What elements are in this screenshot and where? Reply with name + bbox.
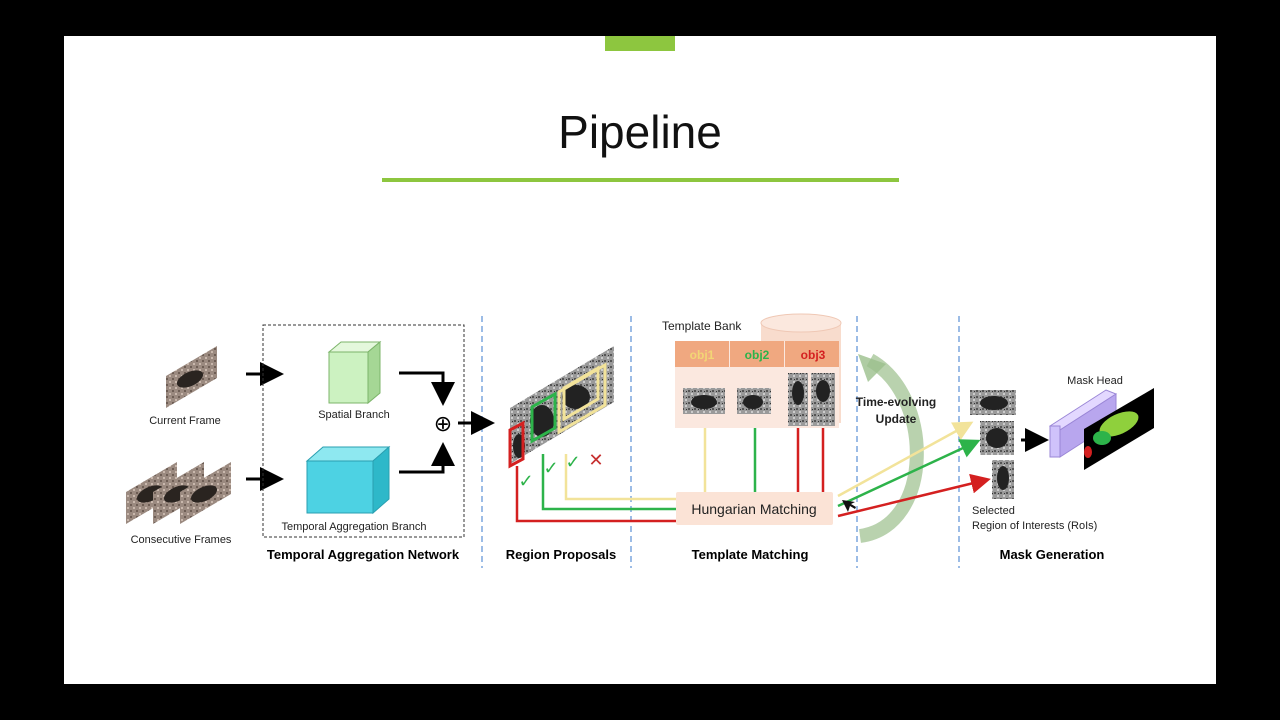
hungarian-matching-box: [676, 492, 833, 525]
sum-operator-icon: ⊕: [434, 411, 452, 436]
title-underline: [382, 178, 899, 182]
slide: Pipeline Current Frame Consecutive Frame…: [64, 36, 1216, 684]
mouse-cursor-icon: [842, 500, 856, 512]
obj2-label: obj2: [745, 348, 770, 362]
section-title-mask: Mask Generation: [1000, 547, 1105, 562]
green-output-arrow: [837, 439, 981, 508]
yellow-proposal-link: [564, 454, 679, 501]
check-mark-icon: ✓: [565, 452, 580, 472]
obj3-label: obj3: [801, 348, 826, 362]
spatial-branch-cube: [327, 340, 382, 405]
yellow-output-arrow: [837, 421, 974, 498]
pipeline-diagram: Pipeline Current Frame Consecutive Frame…: [126, 36, 1154, 568]
red-proposal-link: [515, 466, 679, 523]
obj1-label: obj1: [690, 348, 715, 362]
consecutive-frames-image: [126, 462, 231, 524]
cross-mark-icon: ✕: [588, 450, 603, 470]
proposal-frame-image: [510, 346, 614, 464]
rois-label-line1: Selected: [972, 505, 1015, 517]
obj1-header: [675, 341, 729, 367]
section-title-matching: Template Matching: [692, 547, 809, 562]
hungarian-matching-label: Hungarian Matching: [691, 501, 816, 517]
update-arrowhead: [858, 354, 886, 382]
mask-head-label: Mask Head: [1067, 375, 1123, 387]
time-evolving-update-arrow: [858, 353, 924, 543]
arrow-temporal-to-sum: [399, 442, 455, 474]
aggregation-network-box: [262, 324, 465, 538]
consecutive-frames-label: Consecutive Frames: [131, 534, 232, 546]
proposal-box-red: [508, 420, 525, 469]
update-label-line1: Time-evolving: [856, 395, 936, 409]
proposal-box-green: [530, 391, 557, 444]
check-mark-icon: ✓: [543, 458, 558, 478]
red-output-arrow: [837, 473, 991, 518]
update-label-line2: Update: [876, 412, 917, 426]
obj2-header: [730, 341, 784, 367]
section-title-aggregation: Temporal Aggregation Network: [267, 547, 460, 562]
check-mark-icon: ✓: [518, 471, 533, 491]
current-frame-image: [166, 346, 217, 408]
mask-head-block: [1048, 389, 1118, 458]
rois-label-line2: Region of Interests (RoIs): [972, 520, 1097, 532]
green-proposal-link: [541, 454, 679, 511]
section-title-proposals: Region Proposals: [506, 547, 617, 562]
spatial-branch-label: Spatial Branch: [318, 409, 390, 421]
mask-output-image: [1084, 388, 1154, 470]
proposal-box-yellow-2: [557, 362, 607, 435]
temporal-branch-label: Temporal Aggregation Branch: [282, 521, 427, 533]
top-accent-tab: [605, 36, 675, 51]
obj3-header: [785, 341, 839, 367]
temporal-branch-cube: [305, 445, 391, 515]
current-frame-label: Current Frame: [149, 415, 221, 427]
slide-title: Pipeline: [558, 106, 722, 158]
template-bank-title: Template Bank: [662, 319, 742, 333]
arrow-spatial-to-sum: [399, 371, 455, 406]
